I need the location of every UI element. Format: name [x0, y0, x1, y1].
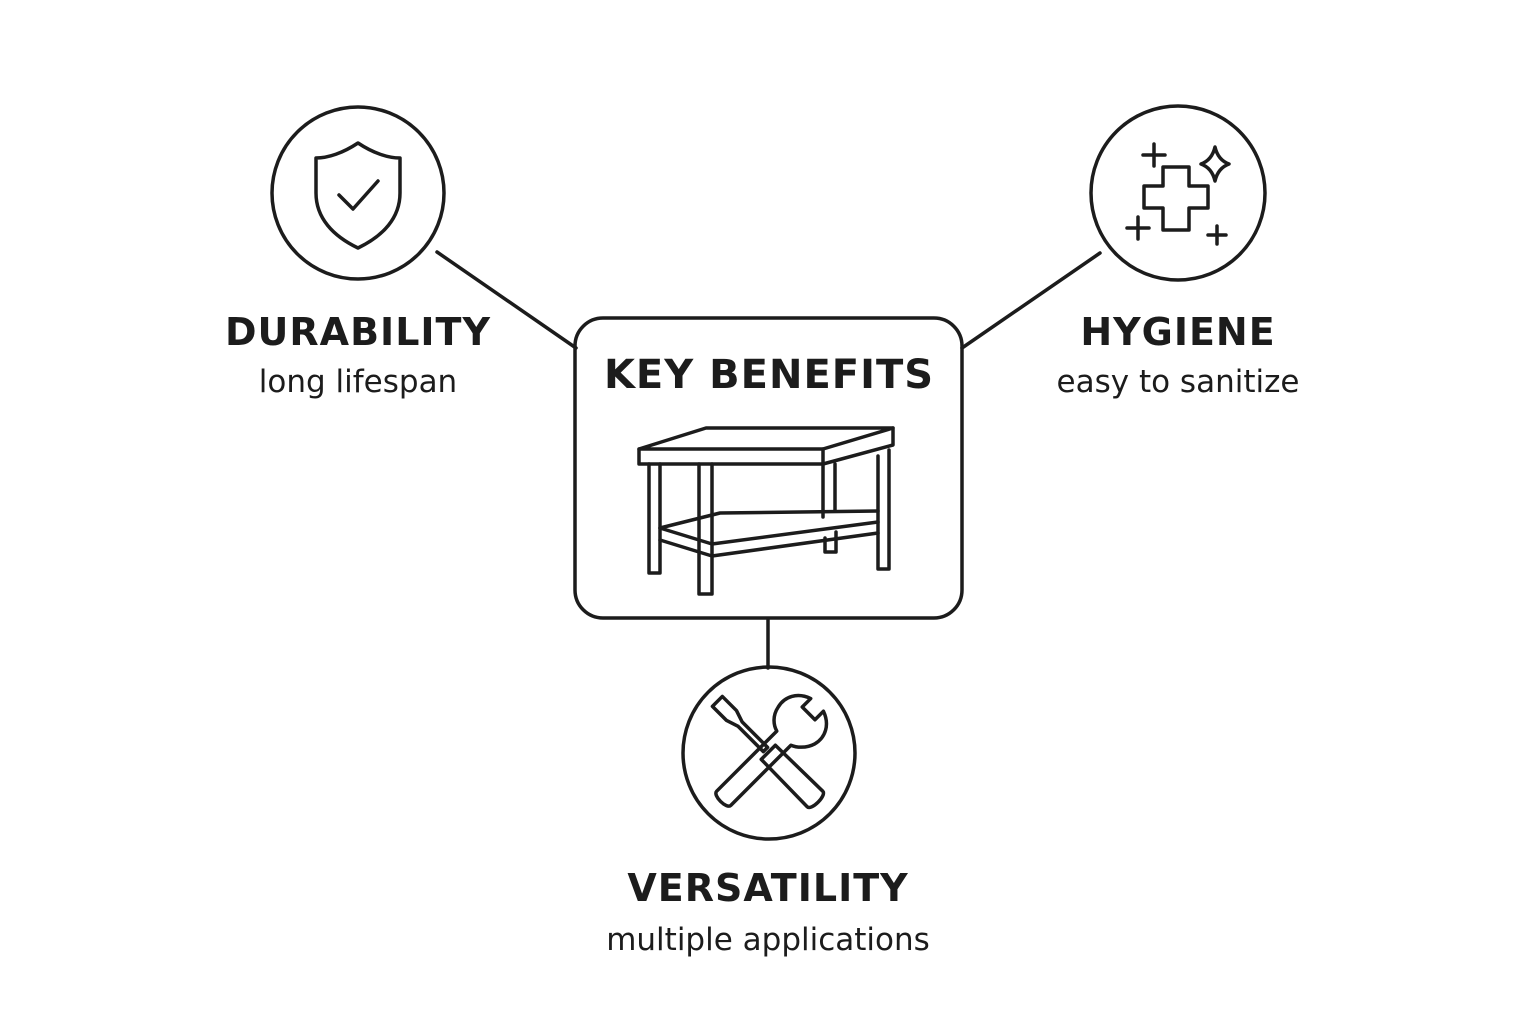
sparkle-cross-icon [1125, 142, 1231, 246]
benefit-subtitle-hygiene: easy to sanitize [1056, 364, 1300, 400]
benefit-title-hygiene: HYGIENE [1080, 310, 1276, 354]
durability-icon-circle [270, 105, 446, 281]
hygiene-icon-circle [1089, 104, 1267, 282]
benefit-title-durability: DURABILITY [225, 310, 491, 354]
workbench-table-icon [637, 426, 895, 596]
benefit-title-versatility: VERSATILITY [627, 866, 909, 910]
benefit-subtitle-durability: long lifespan [258, 364, 458, 400]
benefit-subtitle-versatility: multiple applications [606, 922, 930, 958]
center-box [573, 316, 964, 620]
wrench-screwdriver-icon [710, 693, 829, 810]
connector-durability [435, 250, 578, 350]
connector-hygiene [960, 251, 1102, 350]
versatility-icon-circle [681, 665, 857, 841]
center-title: KEY BENEFITS [603, 352, 935, 398]
shield-check-icon [314, 141, 402, 250]
